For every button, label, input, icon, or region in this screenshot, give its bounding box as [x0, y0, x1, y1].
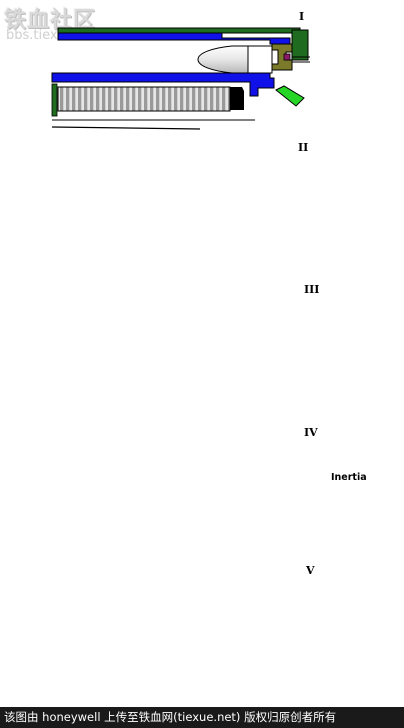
stage-label-1: I	[299, 10, 305, 23]
recoil-spring	[57, 86, 231, 112]
firing-pin	[283, 53, 291, 61]
stage-label-3: III	[304, 283, 320, 296]
stage-label-4: IV	[304, 426, 318, 439]
footer-credit: 该图由 honeywell 上传至铁血网(tiexue.net) 版权归原创者所…	[0, 707, 404, 728]
spring-guide-end	[51, 83, 58, 117]
stage-label-2: II	[298, 141, 309, 154]
recoil-lever	[275, 85, 305, 107]
barrel-top-wall	[57, 32, 291, 45]
cartridge-bullet	[197, 45, 249, 74]
barrel-lower	[51, 72, 275, 97]
slide-top	[57, 27, 301, 34]
stage-1	[51, 27, 310, 130]
diagram-svg	[51, 27, 310, 130]
breech-block	[291, 29, 309, 61]
cartridge-case	[247, 45, 273, 74]
stage-label-5: V	[306, 564, 315, 577]
inertia-label: Inertia	[331, 472, 367, 483]
spring-plug	[230, 87, 244, 110]
